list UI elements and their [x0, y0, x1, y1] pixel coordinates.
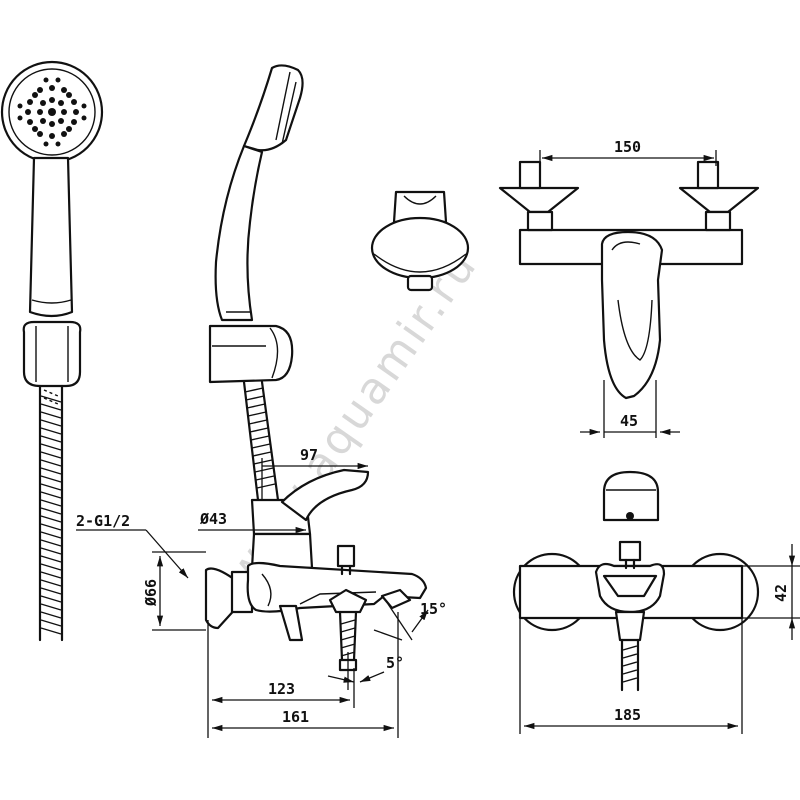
- dim-thread: 2-G1/2: [76, 512, 130, 530]
- side-view-dimensions: 97 Ø43 2-G1/2 Ø66 123 161 15° 5°: [76, 446, 447, 738]
- dim-spout-angle: 5°: [386, 654, 404, 672]
- mixer-top-view: [498, 160, 760, 400]
- mixer-front-view: [512, 470, 760, 692]
- top-view-dimensions: 150 45: [539, 138, 717, 438]
- dim-lever-width: 45: [620, 412, 638, 430]
- dim-spout-reach: 97: [300, 446, 318, 464]
- front-view-dimensions: 185 42: [519, 544, 800, 734]
- hose-coils: [40, 395, 62, 635]
- spray-nozzles: [17, 77, 87, 147]
- dim-body-diameter: Ø43: [199, 510, 227, 528]
- hand-shower-front-view: [0, 60, 104, 642]
- dim-rosette-diameter: Ø66: [142, 579, 160, 607]
- dim-center-distance: 150: [614, 138, 641, 156]
- shower-side-view: [204, 64, 428, 672]
- dim-body-height: 42: [772, 584, 790, 602]
- dim-diverter-angle: 15°: [420, 600, 447, 618]
- wall-holder-detail: [370, 190, 470, 292]
- dim-total-depth: 161: [282, 708, 309, 726]
- dim-base-to-spout: 123: [268, 680, 295, 698]
- dim-total-width: 185: [614, 706, 641, 724]
